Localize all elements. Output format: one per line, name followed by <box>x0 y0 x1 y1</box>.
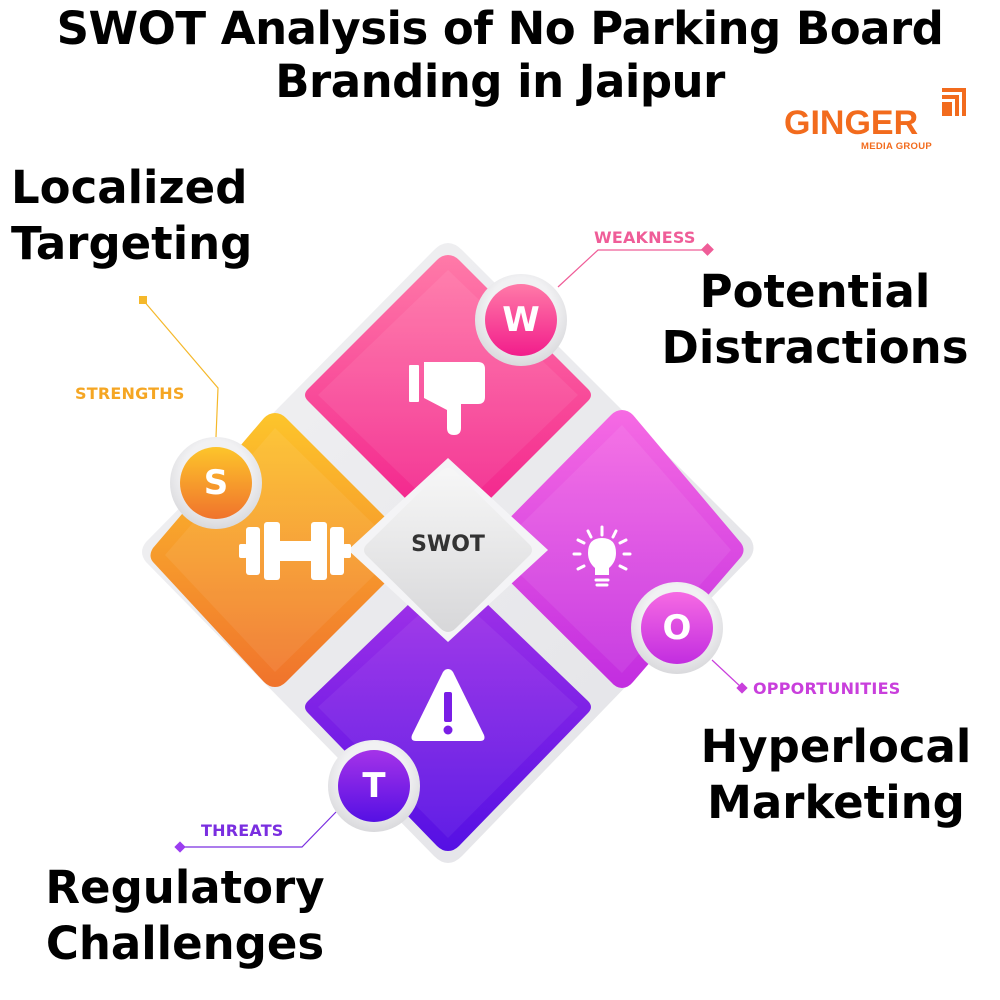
opportunities-badge: O <box>662 608 692 648</box>
opportunities-connector <box>711 659 748 694</box>
title-line-2: Branding in Jaipur <box>275 55 725 108</box>
opportunities-heading-line-2: Marketing <box>707 776 965 829</box>
lightbulb-bulb <box>588 538 616 575</box>
swot-center-label: SWOT <box>411 532 485 557</box>
logo-tagline: MEDIA GROUP <box>861 141 933 152</box>
threats-category-label: THREATS <box>201 821 284 840</box>
strengths-heading: Localized Targeting <box>11 160 252 272</box>
opportunities-heading: Hyperlocal Marketing <box>672 719 1000 831</box>
title-line-1: SWOT Analysis of No Parking Board <box>56 2 944 55</box>
opportunities-category-label: OPPORTUNITIES <box>753 679 901 698</box>
weakness-category-label: WEAKNESS <box>594 228 696 247</box>
ginger-media-group-logo: GINGER MEDIA GROUP <box>784 84 984 160</box>
warning-triangle-icon <box>411 669 485 741</box>
strengths-heading-line-2: Targeting <box>11 217 253 270</box>
dumbbell-icon <box>239 522 351 580</box>
page-title: SWOT Analysis of No Parking Board Brandi… <box>0 2 1000 108</box>
badge-rings <box>170 274 723 832</box>
threats-heading: Regulatory Challenges <box>15 860 355 972</box>
threats-connector <box>174 811 337 853</box>
threats-heading-line-2: Challenges <box>45 917 325 970</box>
strengths-badge: S <box>203 463 229 503</box>
weakness-heading: Potential Distractions <box>630 264 1000 376</box>
strengths-category-label: STRENGTHS <box>75 384 185 403</box>
strengths-connector <box>139 296 219 438</box>
thumbs-down-icon <box>409 362 485 435</box>
threats-badge: T <box>362 766 386 806</box>
opportunities-heading-line-1: Hyperlocal <box>700 720 972 773</box>
weakness-heading-line-1: Potential <box>699 265 931 318</box>
weakness-badge: W <box>502 300 540 340</box>
logo-wordmark: GINGER <box>784 104 919 142</box>
threats-heading-line-1: Regulatory <box>45 861 325 914</box>
strengths-heading-line-1: Localized <box>11 161 248 214</box>
center-diamond <box>348 458 548 642</box>
logo-mark-icon <box>942 88 966 116</box>
lightbulb-icon <box>572 525 632 587</box>
weakness-heading-line-2: Distractions <box>661 321 969 374</box>
